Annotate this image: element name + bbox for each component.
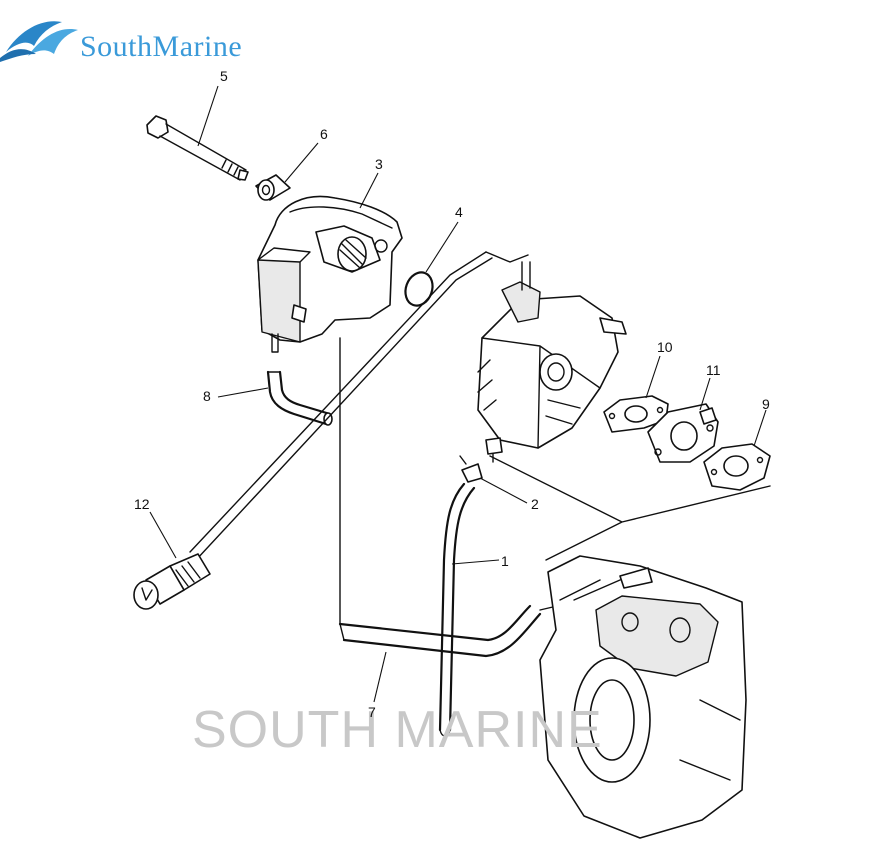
- leader-5: [197, 85, 219, 147]
- leader-10: [645, 355, 661, 399]
- hose-part-8: [266, 370, 333, 426]
- leader-7: [373, 651, 387, 703]
- watermark-text: SOUTH MARINE: [192, 701, 603, 759]
- leader-2: [479, 477, 528, 504]
- callout-12: 12: [134, 496, 150, 512]
- callout-5: 5: [220, 68, 228, 84]
- callout-6: 6: [320, 126, 328, 142]
- reference-bracket: [489, 455, 771, 561]
- collar-part-6: [255, 174, 291, 201]
- silencer-part-3: [257, 195, 403, 353]
- callout-9: 9: [762, 396, 770, 412]
- leader-8: [217, 387, 269, 398]
- leader-9: [753, 409, 767, 447]
- callout-7: 7: [368, 704, 376, 720]
- callout-11: 11: [706, 362, 721, 378]
- leader-12: [149, 511, 177, 559]
- brand-logo-text: SouthMarine: [80, 30, 243, 63]
- bolt-part-5: [146, 115, 249, 181]
- clamp-part-2: [459, 455, 483, 483]
- insulator-part-11: [647, 403, 719, 463]
- callout-8: 8: [203, 388, 211, 404]
- callout-3: 3: [375, 156, 383, 172]
- logo-wave-icon: [0, 21, 78, 62]
- callout-1: 1: [501, 553, 509, 569]
- callout-4: 4: [455, 204, 463, 220]
- o-ring-part-4: [404, 271, 434, 307]
- leader-4: [425, 221, 459, 273]
- carburetor-assembly: [477, 261, 627, 463]
- engine-block-part: [539, 555, 747, 839]
- callout-2: 2: [531, 496, 539, 512]
- choke-knob-part-12: [133, 251, 529, 610]
- vent-hose-part-7: [338, 337, 575, 658]
- leader-1: [451, 559, 500, 565]
- gasket-part-9: [703, 443, 771, 491]
- leader-11: [699, 377, 711, 411]
- callout-10: 10: [657, 339, 673, 355]
- leader-3: [359, 172, 379, 209]
- leader-6: [284, 142, 319, 183]
- fuel-hose-part-1: [438, 482, 476, 737]
